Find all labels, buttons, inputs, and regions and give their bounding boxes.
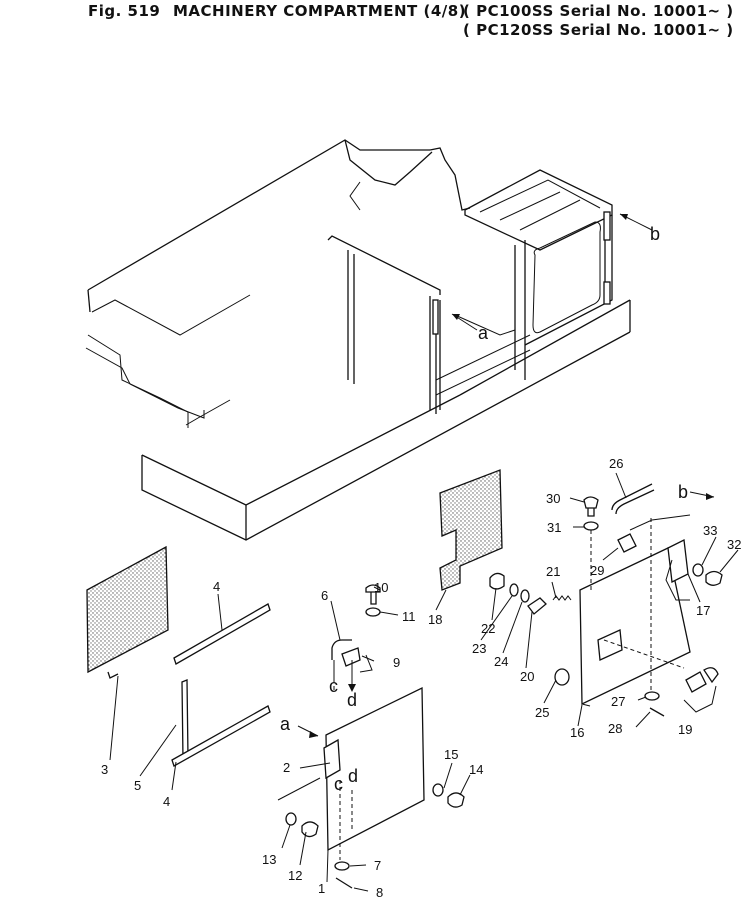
part-19-handle xyxy=(685,671,707,693)
callout-7: 7 xyxy=(374,858,381,873)
parts-left-group xyxy=(86,545,465,889)
part-23-washer xyxy=(509,583,519,597)
callout-2: 2 xyxy=(283,760,290,775)
callout-17: 17 xyxy=(696,603,710,618)
part-32-bolt xyxy=(705,570,723,586)
callout-29: 29 xyxy=(590,563,604,578)
figure-title: MACHINERY COMPARTMENT (4/8) xyxy=(173,2,467,20)
part-15-washer xyxy=(432,783,444,797)
callout-5: 5 xyxy=(134,778,141,793)
callout-11: 11 xyxy=(402,609,416,624)
part-4-bar-upper xyxy=(173,603,271,665)
part-18-plate xyxy=(439,469,503,591)
callout-21: 21 xyxy=(546,564,560,579)
callout-14: 14 xyxy=(469,762,483,777)
callout-20: 20 xyxy=(520,669,534,684)
ref-a-door: a xyxy=(280,714,291,734)
ref-d-hinge: d xyxy=(347,690,357,710)
callout-24: 24 xyxy=(494,654,508,669)
ref-d-door: d xyxy=(348,766,358,786)
part-3-screen xyxy=(86,545,169,674)
part-30-bolt xyxy=(583,496,599,517)
callout-labels: 1 2 3 4 4 5 6 7 8 9 10 11 12 13 14 15 16… xyxy=(101,224,741,900)
part-5-bar-vertical xyxy=(181,679,189,761)
part-9-hinge xyxy=(341,647,361,667)
callout-15: 15 xyxy=(444,747,458,762)
callout-32: 32 xyxy=(727,537,741,552)
part-22-bolt xyxy=(489,572,505,590)
part-31-washer xyxy=(583,521,599,531)
part-7-washer xyxy=(334,861,350,871)
callout-10: 10 xyxy=(374,580,388,595)
callout-27: 27 xyxy=(611,694,625,709)
callout-1: 1 xyxy=(318,881,325,896)
callout-6: 6 xyxy=(321,588,328,603)
ref-b-frame: b xyxy=(650,224,660,244)
callout-16: 16 xyxy=(570,725,584,740)
part-25-nut xyxy=(554,668,570,686)
part-2-hinge xyxy=(323,738,341,780)
ref-a-frame: a xyxy=(478,323,489,343)
callout-4-upper: 4 xyxy=(213,579,220,594)
callout-22: 22 xyxy=(481,621,495,636)
part-11-washer xyxy=(365,607,381,617)
part-33-washer xyxy=(692,563,704,577)
callout-9: 9 xyxy=(393,655,400,670)
callout-18: 18 xyxy=(428,612,442,627)
serial-note-1: ( PC100SS Serial No. 10001~ ) xyxy=(463,2,734,20)
part-24-washer xyxy=(520,589,530,603)
part-26-rod xyxy=(611,483,653,511)
callout-25: 25 xyxy=(535,705,549,720)
callout-26: 26 xyxy=(609,456,623,471)
callout-23: 23 xyxy=(472,641,486,656)
part-29-hinge xyxy=(617,533,637,553)
part-16-door xyxy=(579,547,691,706)
part-28-pin xyxy=(649,707,665,717)
callout-33: 33 xyxy=(703,523,717,538)
ref-c-hinge: c xyxy=(329,676,338,696)
part-13-washer xyxy=(285,812,297,826)
part-27-washer xyxy=(644,691,660,701)
callout-19: 19 xyxy=(678,722,692,737)
machinery-frame xyxy=(85,139,631,541)
callout-13: 13 xyxy=(262,852,276,867)
part-1-door xyxy=(325,686,425,852)
part-14-bolt xyxy=(447,792,465,808)
callout-28: 28 xyxy=(608,721,622,736)
callout-12: 12 xyxy=(288,868,302,883)
callout-31: 31 xyxy=(547,520,561,535)
part-10-bolt xyxy=(365,584,381,605)
callout-4-lower: 4 xyxy=(163,794,170,809)
part-20-bracket xyxy=(527,597,547,615)
part-12-bolt xyxy=(301,821,319,838)
parts-right-group xyxy=(439,469,723,717)
callout-8: 8 xyxy=(376,885,383,900)
serial-note-2: ( PC120SS Serial No. 10001~ ) xyxy=(463,21,734,39)
part-6-pin xyxy=(331,639,352,660)
ref-c-door: c xyxy=(334,774,343,794)
callout-3: 3 xyxy=(101,762,108,777)
figure-number: Fig. 519 xyxy=(88,2,161,20)
part-8-pin xyxy=(335,877,353,889)
leader-lines xyxy=(109,213,739,892)
callout-30: 30 xyxy=(546,491,560,506)
part-17-latch xyxy=(667,539,689,583)
part-4-bar-lower xyxy=(171,705,271,767)
ref-b-door: b xyxy=(678,482,688,502)
